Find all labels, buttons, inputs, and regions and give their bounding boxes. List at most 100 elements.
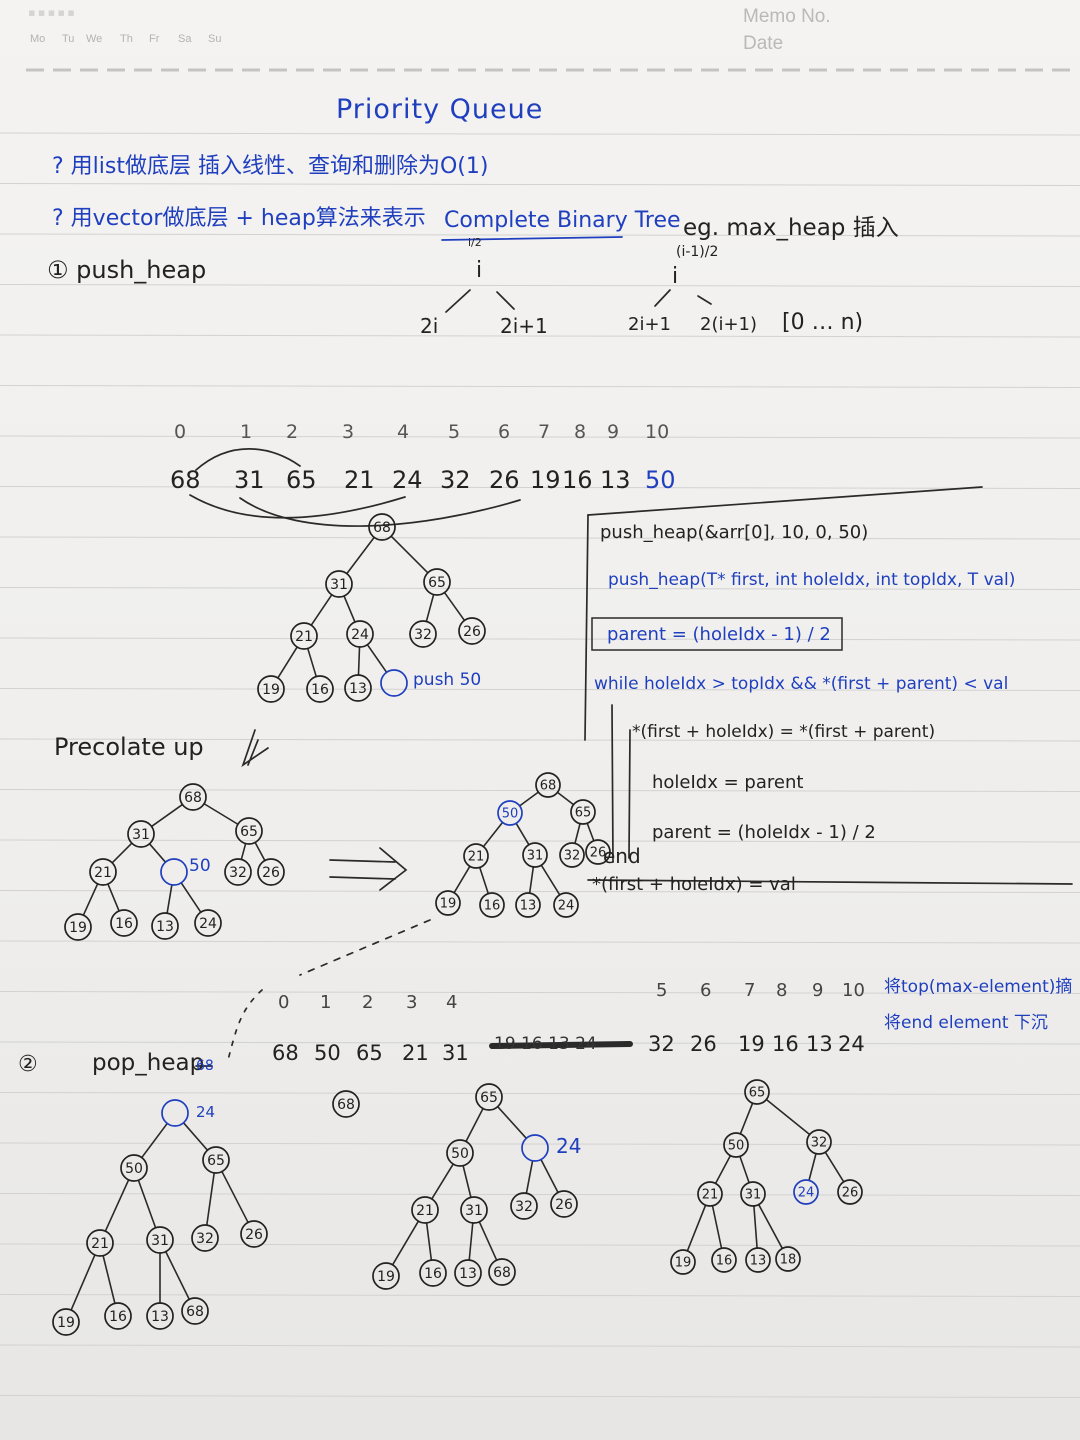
pop-tree-a-node-7: 19 — [52, 1308, 80, 1336]
tree-edge — [366, 643, 388, 674]
tree-edge — [111, 842, 133, 864]
svg-text:65: 65 — [207, 1153, 225, 1169]
svg-text:50: 50 — [125, 1161, 143, 1177]
precolate-tree-node-3: 21 — [89, 858, 117, 886]
tree-left-parent-index: i/2 — [468, 236, 482, 249]
push-tree-node-5: 32 — [409, 620, 437, 648]
svg-text:19: 19 — [675, 1256, 692, 1271]
svg-text:32: 32 — [564, 849, 581, 864]
complete-binary-tree-label: Complete Binary Tree — [444, 208, 681, 233]
ruled-line — [0, 688, 1080, 691]
pop-tree-c-node-5: 24 — [793, 1179, 819, 1205]
push-index-2: 2 — [286, 421, 299, 443]
tree-edge — [540, 864, 561, 896]
ruled-line — [0, 839, 1080, 843]
tree-edge — [206, 1172, 215, 1226]
pop-tree-a-node-5: 32 — [191, 1224, 219, 1252]
note-vector-backing: ? 用vector做底层 + heap算法来表示 — [52, 206, 426, 231]
svg-text:32: 32 — [229, 865, 247, 881]
svg-text:31: 31 — [330, 577, 348, 593]
push-tree-node-0: 68 — [368, 513, 396, 541]
pop-index-a-2: 2 — [362, 992, 374, 1013]
result-tree-node-9: 13 — [515, 892, 541, 918]
svg-text:65: 65 — [480, 1090, 498, 1106]
tree-edge — [753, 1205, 758, 1249]
svg-text:13: 13 — [459, 1266, 477, 1282]
code-body-hole: holeIdx = parent — [652, 772, 804, 793]
tree-edge — [310, 593, 333, 627]
pop-tree-a-node-0 — [161, 1099, 189, 1127]
tree-right-child-2i2: 2(i+1) — [700, 314, 758, 335]
svg-text:32: 32 — [811, 1136, 828, 1151]
pop-array-a-0: 68 — [272, 1041, 299, 1065]
pop-array-b-4: 13 — [806, 1032, 833, 1056]
precolate-tree-node-9: 13 — [151, 912, 179, 940]
svg-text:24: 24 — [558, 899, 575, 914]
result-tree-node-1: 50 — [497, 800, 523, 826]
pop-index-b-0: 5 — [656, 980, 668, 1001]
tree-edge — [556, 791, 575, 806]
ruled-line — [0, 233, 1080, 237]
tree-edge — [824, 1151, 845, 1183]
push-array-value-0: 68 — [170, 466, 201, 494]
push-array-value-8: 16 — [562, 466, 593, 494]
svg-text:31: 31 — [132, 827, 150, 843]
result-tree-node-2: 65 — [570, 799, 596, 825]
svg-text:19: 19 — [69, 920, 87, 936]
result-tree-node-4: 31 — [522, 842, 548, 868]
tree-edge — [240, 842, 247, 861]
svg-text:32: 32 — [515, 1199, 533, 1215]
pop-array-b-5: 24 — [838, 1032, 865, 1056]
svg-text:19: 19 — [440, 897, 457, 912]
tree-edge — [107, 883, 120, 912]
pop-tree-c-node-7: 19 — [670, 1249, 696, 1275]
tree-edge — [221, 1170, 249, 1224]
code-body-assign: *(first + holeIdx) = *(first + parent) — [632, 722, 936, 742]
svg-text:32: 32 — [414, 627, 432, 643]
pop-note-sink-end: 将end element 下沉 — [884, 1013, 1048, 1033]
svg-text:50: 50 — [502, 807, 519, 822]
pop-index-b-5: 10 — [842, 980, 865, 1001]
tree-edge — [164, 1250, 191, 1301]
pop-index-b-3: 8 — [776, 980, 788, 1001]
pop-tree-c-node-10: 18 — [775, 1246, 801, 1272]
tree-edge — [515, 822, 530, 846]
tree-edge — [453, 865, 471, 894]
svg-text:68: 68 — [186, 1304, 204, 1320]
tree-left-child-2i: 2i — [420, 314, 439, 338]
svg-text:26: 26 — [590, 846, 607, 861]
svg-text:19: 19 — [262, 682, 280, 698]
tree-edge — [478, 1221, 498, 1261]
svg-text:21: 21 — [416, 1203, 434, 1219]
weekday-mo: Mo — [30, 33, 46, 45]
pop-tree-c-node-0: 65 — [744, 1079, 770, 1105]
tree-edge — [104, 1179, 130, 1232]
svg-text:32: 32 — [196, 1231, 214, 1247]
weekday-we: We — [86, 33, 103, 45]
pop-index-b-1: 6 — [700, 980, 712, 1001]
tree-edge — [525, 1159, 534, 1195]
tree-edge — [518, 791, 540, 807]
ruled-line — [0, 385, 1080, 388]
svg-text:24: 24 — [351, 627, 369, 643]
push-array-value-2: 65 — [286, 466, 317, 494]
ruled-line — [0, 940, 1080, 944]
pop-tree-c-node-6: 26 — [837, 1179, 863, 1205]
push-array-value-5: 32 — [440, 466, 471, 494]
pop-tree-c-node-9: 13 — [745, 1247, 771, 1273]
pop-array-a-3: 21 — [402, 1041, 429, 1065]
tree-right-child-2i1: 2i+1 — [628, 314, 671, 335]
pop-tree-c-node-4: 31 — [740, 1181, 766, 1207]
tree-edge — [739, 1102, 754, 1135]
pop-tree-b-node-6: 26 — [550, 1190, 578, 1218]
push-tree-node-8: 16 — [306, 675, 334, 703]
pop-heap-annotation: 68 — [196, 1058, 214, 1074]
pop-tree-a-node-10: 68 — [181, 1297, 209, 1325]
push-index-10: 10 — [645, 421, 670, 443]
svg-text:13: 13 — [151, 1309, 169, 1325]
pop-tree-b-node-10: 68 — [488, 1258, 516, 1286]
code-while: while holeIdx > topIdx && *(first + pare… — [594, 674, 1009, 694]
section1-label: ① push_heap — [47, 256, 207, 284]
tree-edge — [203, 802, 239, 826]
